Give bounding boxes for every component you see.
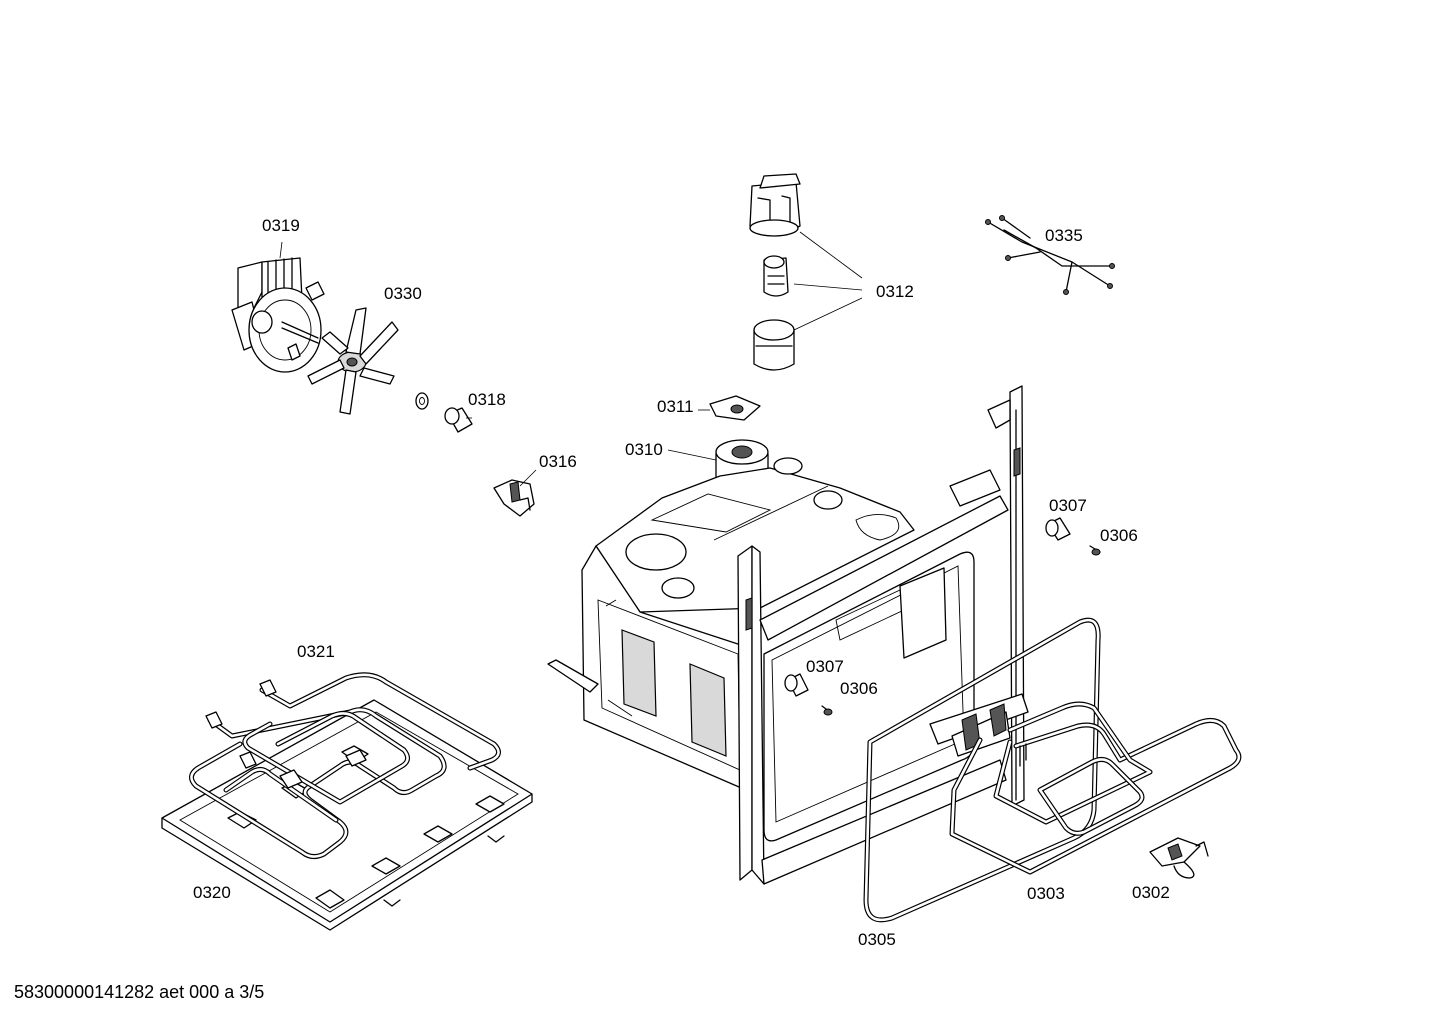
- label-0307-center: 0307: [806, 657, 844, 676]
- part-0305-heating-ring: [863, 617, 1101, 923]
- label-0316: 0316: [539, 452, 577, 471]
- label-0302: 0302: [1132, 883, 1170, 902]
- part-0311-bracket: [709, 395, 761, 421]
- label-0305: 0305: [858, 930, 896, 949]
- label-0306-center: 0306: [840, 679, 878, 698]
- document-id-footer: 58300000141282 aet 000 a 3/5: [14, 982, 265, 1002]
- label-0330: 0330: [384, 284, 422, 303]
- label-0318: 0318: [468, 390, 506, 409]
- oven-cavity: [547, 385, 1025, 885]
- part-0303-grill-element: [949, 701, 1242, 875]
- label-0321: 0321: [297, 642, 335, 661]
- label-0312: 0312: [876, 282, 914, 301]
- part-0319-fan-motor: [231, 257, 325, 373]
- part-0302-clip: [1149, 837, 1209, 879]
- part-0318-nut: [415, 392, 473, 433]
- label-0303: 0303: [1027, 884, 1065, 903]
- part-0321-heating-element: [189, 672, 501, 860]
- part-0312-lamp-assembly: [749, 173, 863, 371]
- part-0307-0306-center: [784, 673, 833, 716]
- part-0316-clip: [493, 479, 535, 517]
- label-0319: 0319: [262, 216, 300, 235]
- label-0335: 0335: [1045, 226, 1083, 245]
- label-0311: 0311: [657, 397, 694, 416]
- part-0335-wiring: [985, 215, 1115, 295]
- label-0306-right: 0306: [1100, 526, 1138, 545]
- label-0310: 0310: [625, 440, 663, 459]
- part-0307-0306-right: [1045, 517, 1101, 556]
- label-0320: 0320: [193, 883, 231, 902]
- label-0307-right: 0307: [1049, 496, 1087, 515]
- part-0330-fan-blade: [307, 307, 399, 415]
